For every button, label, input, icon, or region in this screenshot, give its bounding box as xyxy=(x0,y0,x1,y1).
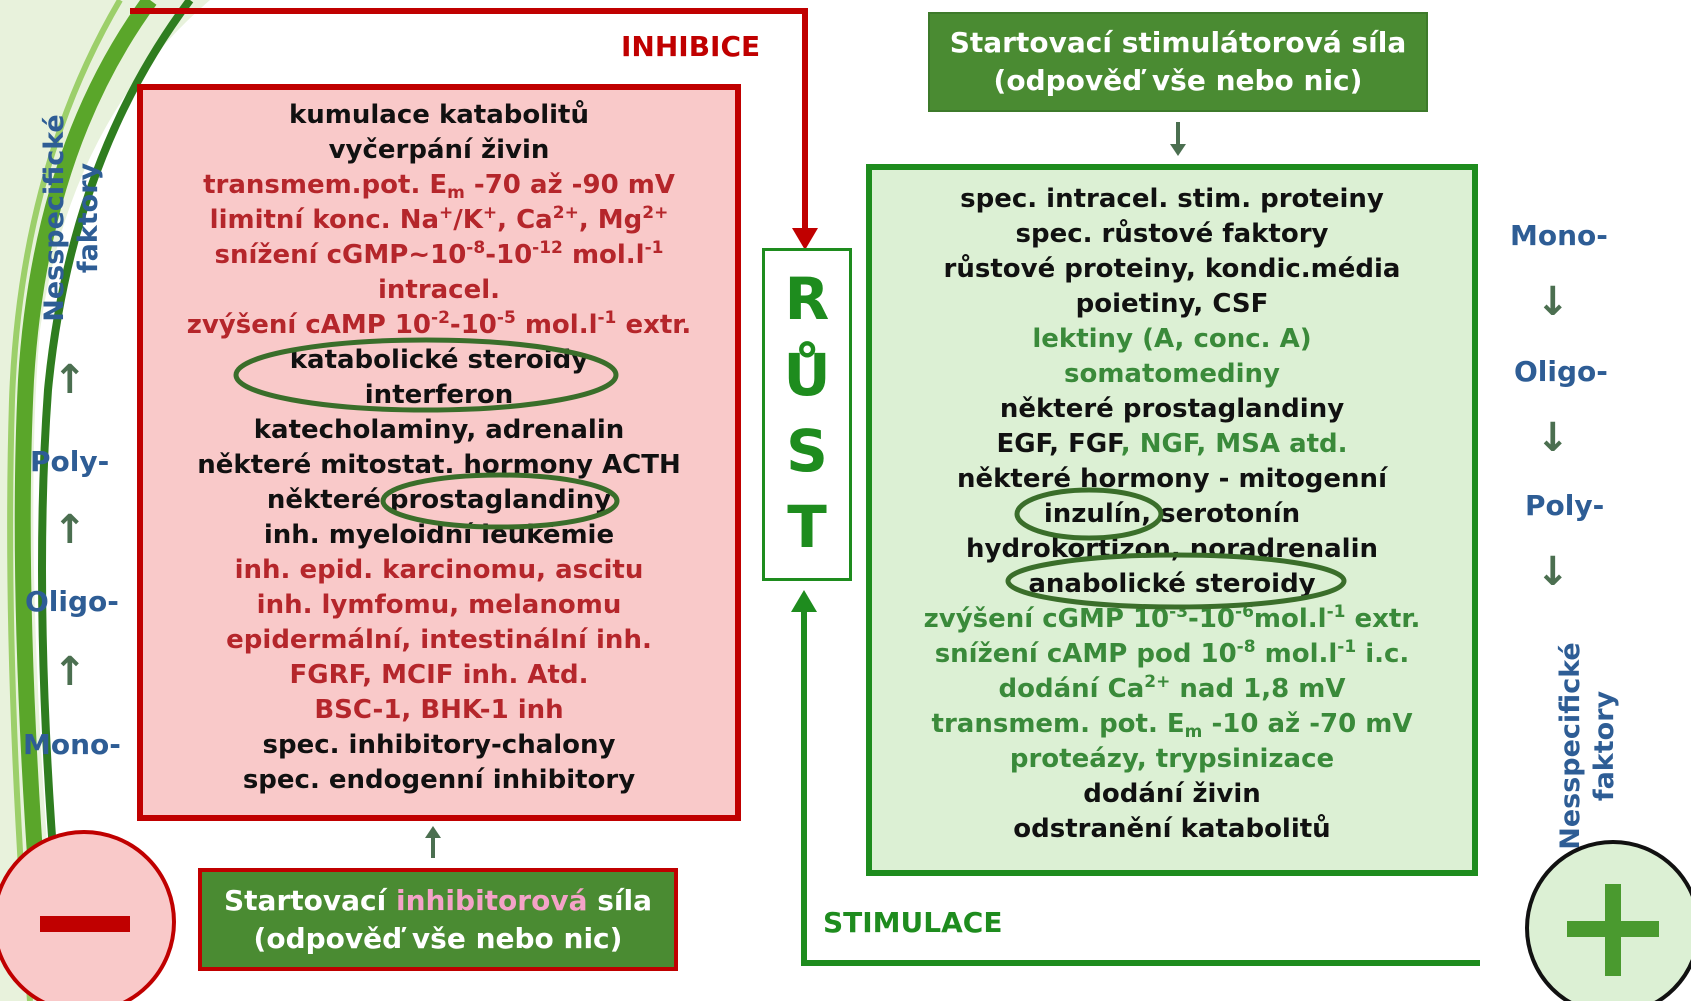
right-mono-label: Mono- xyxy=(1510,219,1608,252)
inh-item: zvýšení cAMP 10-2-10-5 mol.l-1 extr. xyxy=(186,308,692,341)
inh-item: inh. epid. karcinomu, ascitu xyxy=(234,555,644,585)
start-inh-line2: (odpověď vše nebo nic) xyxy=(253,922,623,955)
rust-growth-label: R Ů S T xyxy=(762,248,852,581)
left-arrow-up-icon: ↑ xyxy=(53,649,87,695)
inh-item: inh. lymfomu, melanomu xyxy=(256,590,622,620)
left-mono-label: Mono- xyxy=(23,728,121,761)
left-oligo-label: Oligo- xyxy=(25,585,119,618)
stim-item: snížení cAMP pod 10-8 mol.l-1 i.c. xyxy=(934,637,1410,670)
minus-icon xyxy=(0,830,176,1001)
inh-item: interferon xyxy=(364,380,514,410)
right-arrow-down-icon: ↓ xyxy=(1536,549,1570,595)
start-stim-line2: (odpověď vše nebo nic) xyxy=(993,64,1363,97)
stim-item: odstranění katabolitů xyxy=(1013,814,1331,844)
inhibitors-box: kumulace katabolitů vyčerpání živin tran… xyxy=(137,84,741,821)
stim-item: zvýšení cGMP 10-3-10-6mol.l-1 extr. xyxy=(923,602,1421,635)
stimulators-list: spec. intracel. stim. proteiny spec. růs… xyxy=(872,182,1472,847)
stim-item: transmem. pot. Em -10 až -70 mV xyxy=(931,709,1413,742)
inh-item: některé prostaglandiny xyxy=(266,485,612,515)
left-nonspecific-factors-label: Nesspecifické faktory xyxy=(39,114,104,322)
stim-item: anabolické steroidy xyxy=(1028,569,1316,599)
stim-item: dodání Ca2+ nad 1,8 mV xyxy=(998,672,1346,705)
rust-letter: R xyxy=(784,265,830,333)
start-inh-line1: Startovací inhibitorová síla xyxy=(224,884,652,917)
stim-item: spec. intracel. stim. proteiny xyxy=(960,184,1384,214)
inh-item: FGRF, MCIF inh. Atd. xyxy=(289,660,589,690)
rust-letter: T xyxy=(787,493,827,561)
start-stimulator-box: Startovací stimulátorová síla (odpověď v… xyxy=(928,12,1428,112)
stim-item: růstové proteiny, kondic.média xyxy=(943,254,1401,284)
stimulators-box: spec. intracel. stim. proteiny spec. růs… xyxy=(866,164,1478,876)
inh-item: inh. myeloidní leukémie xyxy=(263,520,615,550)
right-poly-label: Poly- xyxy=(1525,489,1605,522)
left-poly-label: Poly- xyxy=(30,445,110,478)
inh-item: katabolické steroidy xyxy=(289,345,589,375)
inhibitors-list: kumulace katabolitů vyčerpání živin tran… xyxy=(143,98,735,798)
start-inh-arrowhead xyxy=(425,826,441,838)
stim-item: hydrokortizon, noradrenalin xyxy=(965,534,1378,564)
inhibice-label: INHIBICE xyxy=(621,30,761,63)
stimulace-label: STIMULACE xyxy=(823,906,1003,939)
inh-item: katecholaminy, adrenalin xyxy=(253,415,625,445)
stim-item: některé hormony - mitogenní xyxy=(957,464,1387,494)
right-nonspecific-factors-label: Nesspecifické faktory xyxy=(1555,642,1620,850)
inh-item: některé mitostat. hormony ACTH xyxy=(197,450,681,480)
inh-item: spec. inhibitory-chalony xyxy=(262,730,616,760)
stim-item: poietiny, CSF xyxy=(1075,289,1269,319)
inh-item: kumulace katabolitů xyxy=(288,100,589,130)
start-stim-arrowhead xyxy=(1170,144,1186,156)
right-arrow-down-icon: ↓ xyxy=(1536,415,1570,461)
inh-item: spec. endogenní inhibitory xyxy=(242,765,636,795)
decorative-swoosh xyxy=(0,0,210,1001)
inh-item: transmem.pot. Em -70 až -90 mV xyxy=(203,170,675,203)
rust-letter: Ů xyxy=(783,341,831,409)
stimulation-arrowhead xyxy=(791,590,817,612)
right-arrow-down-icon: ↓ xyxy=(1536,279,1570,325)
rust-letter: S xyxy=(786,417,828,485)
right-oligo-label: Oligo- xyxy=(1514,355,1608,388)
start-inhibitor-box: Startovací inhibitorová síla (odpověď vš… xyxy=(198,868,678,971)
plus-icon xyxy=(1525,840,1691,1001)
stim-item: EGF, FGF, NGF, MSA atd. xyxy=(996,429,1348,459)
stim-item: somatomediny xyxy=(1064,359,1280,389)
inh-item: limitní konc. Na+/K+, Ca2+, Mg2+ xyxy=(209,203,669,236)
stim-item: dodání živin xyxy=(1083,779,1261,809)
inh-item: BSC-1, BHK-1 inh xyxy=(314,695,564,725)
stim-item: lektiny (A, conc. A) xyxy=(1032,324,1312,354)
inh-item: intracel. xyxy=(377,275,501,305)
inh-item: epidermální, intestinální inh. xyxy=(226,625,652,655)
start-stim-line1: Startovací stimulátorová síla xyxy=(949,26,1407,59)
inhibition-arrowhead xyxy=(792,228,818,250)
left-arrow-up-icon: ↑ xyxy=(53,507,87,553)
inh-item: snížení cGMP~10-8-10-12 mol.l-1 xyxy=(214,238,664,271)
left-arrow-up-icon: ↑ xyxy=(53,357,87,403)
stim-item: inzulín, serotonín xyxy=(1043,499,1301,529)
inh-item: vyčerpání živin xyxy=(328,135,550,165)
stim-item: proteázy, trypsinizace xyxy=(1009,744,1335,774)
stim-item: některé prostaglandiny xyxy=(999,394,1345,424)
stim-item: spec. růstové faktory xyxy=(1015,219,1329,249)
